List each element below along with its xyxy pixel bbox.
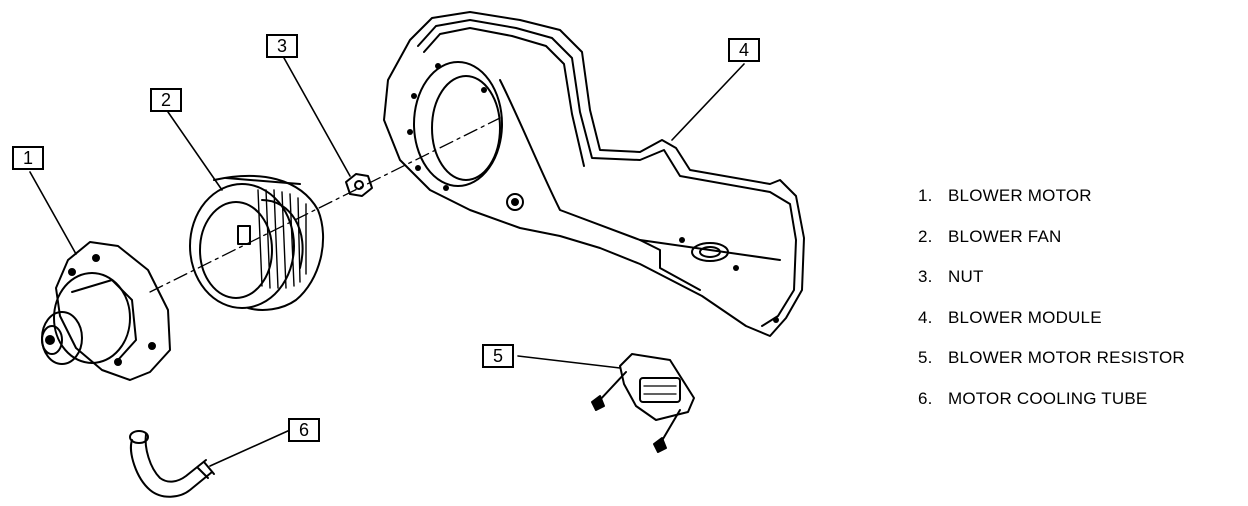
nut-part	[345, 173, 373, 197]
blower-motor-part	[41, 241, 171, 381]
callout-5: 5	[482, 344, 514, 368]
callout-1: 1	[12, 146, 44, 170]
assembly-axis-line	[149, 117, 501, 293]
legend-item-motor-cooling-tube: 6. MOTOR COOLING TUBE	[918, 385, 1238, 426]
legend-item-blower-motor-resistor: 5. BLOWER MOTOR RESISTOR	[918, 344, 1238, 385]
leader-line-2	[167, 111, 223, 191]
leader-line-1	[29, 171, 77, 255]
legend-number: 3.	[918, 267, 933, 286]
diagram-artwork	[29, 11, 805, 498]
callout-2: 2	[150, 88, 182, 112]
callout-4: 4	[728, 38, 760, 62]
leader-lines	[29, 57, 745, 467]
legend-number: 1.	[918, 186, 933, 205]
legend-item-blower-fan: 2. BLOWER FAN	[918, 223, 1238, 264]
parts-legend: 1. BLOWER MOTOR 2. BLOWER FAN 3. NUT 4. BLOW…	[918, 182, 1238, 425]
blower-motor-resistor-part	[591, 353, 695, 453]
leader-line-4	[671, 63, 745, 141]
blower-fan-part	[189, 174, 325, 311]
callout-6: 6	[288, 418, 320, 442]
legend-item-blower-module: 4. BLOWER MODULE	[918, 304, 1238, 345]
legend-number: 2.	[918, 226, 933, 246]
legend-number: 4.	[918, 307, 933, 327]
legend-label: BLOWER MODULE	[948, 307, 1102, 327]
legend-number: 5.	[918, 348, 933, 367]
callout-3: 3	[266, 34, 298, 58]
legend-label: MOTOR COOLING TUBE	[948, 388, 1148, 408]
legend-number: 6.	[918, 388, 933, 408]
exploded-parts-diagram: 1 2 3 4 5 6	[12, 11, 805, 498]
leader-line-3	[283, 57, 351, 177]
legend-label: BLOWER FAN	[948, 226, 1062, 246]
legend-label: BLOWER MOTOR RESISTOR	[948, 348, 1185, 367]
legend-label: BLOWER MOTOR	[948, 186, 1092, 205]
legend-label: NUT	[948, 267, 984, 286]
leader-line-6	[209, 429, 291, 467]
leader-line-5	[517, 355, 621, 369]
motor-cooling-tube-part	[129, 430, 215, 498]
blower-module-part	[383, 11, 805, 337]
legend-item-nut: 3. NUT	[918, 263, 1238, 304]
legend-item-blower-motor: 1. BLOWER MOTOR	[918, 182, 1238, 223]
